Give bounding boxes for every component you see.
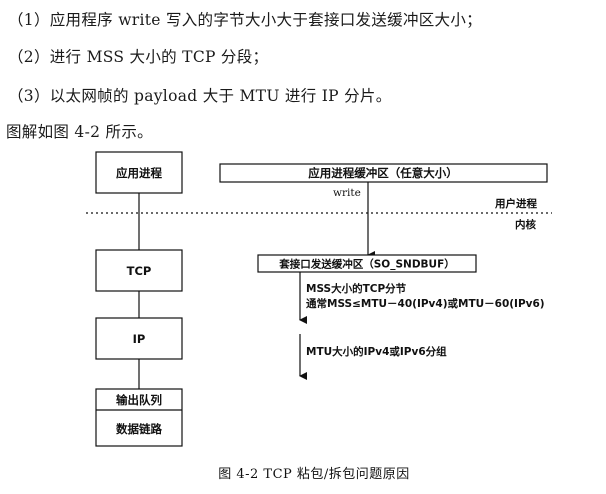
box-tcp-label: TCP (127, 264, 152, 278)
write-label: write (333, 187, 361, 199)
app-buffer-box: 应用进程缓冲区（任意大小） (219, 163, 548, 183)
text-line-3: （3）以太网帧的 payload 大于 MTU 进行 IP 分片。 (8, 87, 392, 105)
socket-buffer-label: 套接口发送缓冲区（SO_SNDBUF） (278, 258, 455, 271)
socket-buffer-box: 套接口发送缓冲区（SO_SNDBUF） (257, 254, 477, 273)
text-line-2: （2）进行 MSS 大小的 TCP 分段； (8, 48, 269, 66)
mss-label-2: 通常MSS≤MTU－40(IPv4)或MTU－60(IPv6) (306, 297, 545, 310)
text-line-1: （1）应用程序 write 写入的字节大小大于套接口发送缓冲区大小； (8, 11, 482, 29)
box-tcp: TCP (95, 249, 183, 292)
text-line-4: 图解如图 4-2 所示。 (6, 123, 153, 141)
user-process-label: 用户进程 (494, 197, 537, 210)
box-app-process: 应用进程 (95, 151, 183, 194)
box-ip-label: IP (133, 332, 146, 346)
mtu-label: MTU大小的IPv4或IPv6分组 (306, 345, 447, 358)
figure-caption: 图 4-2 TCP 粘包/拆包问题原因 (218, 467, 410, 482)
box-queue-datalink: 输出队列 数据链路 (95, 388, 183, 447)
app-buffer-label: 应用进程缓冲区（任意大小） (308, 166, 458, 180)
box-app-process-label: 应用进程 (116, 166, 162, 180)
box-datalink-label: 数据链路 (116, 422, 162, 436)
kernel-label: 内核 (515, 218, 536, 231)
mss-label-1: MSS大小的TCP分节 (306, 282, 407, 295)
box-queue-label: 输出队列 (116, 393, 162, 407)
box-ip: IP (95, 317, 183, 360)
